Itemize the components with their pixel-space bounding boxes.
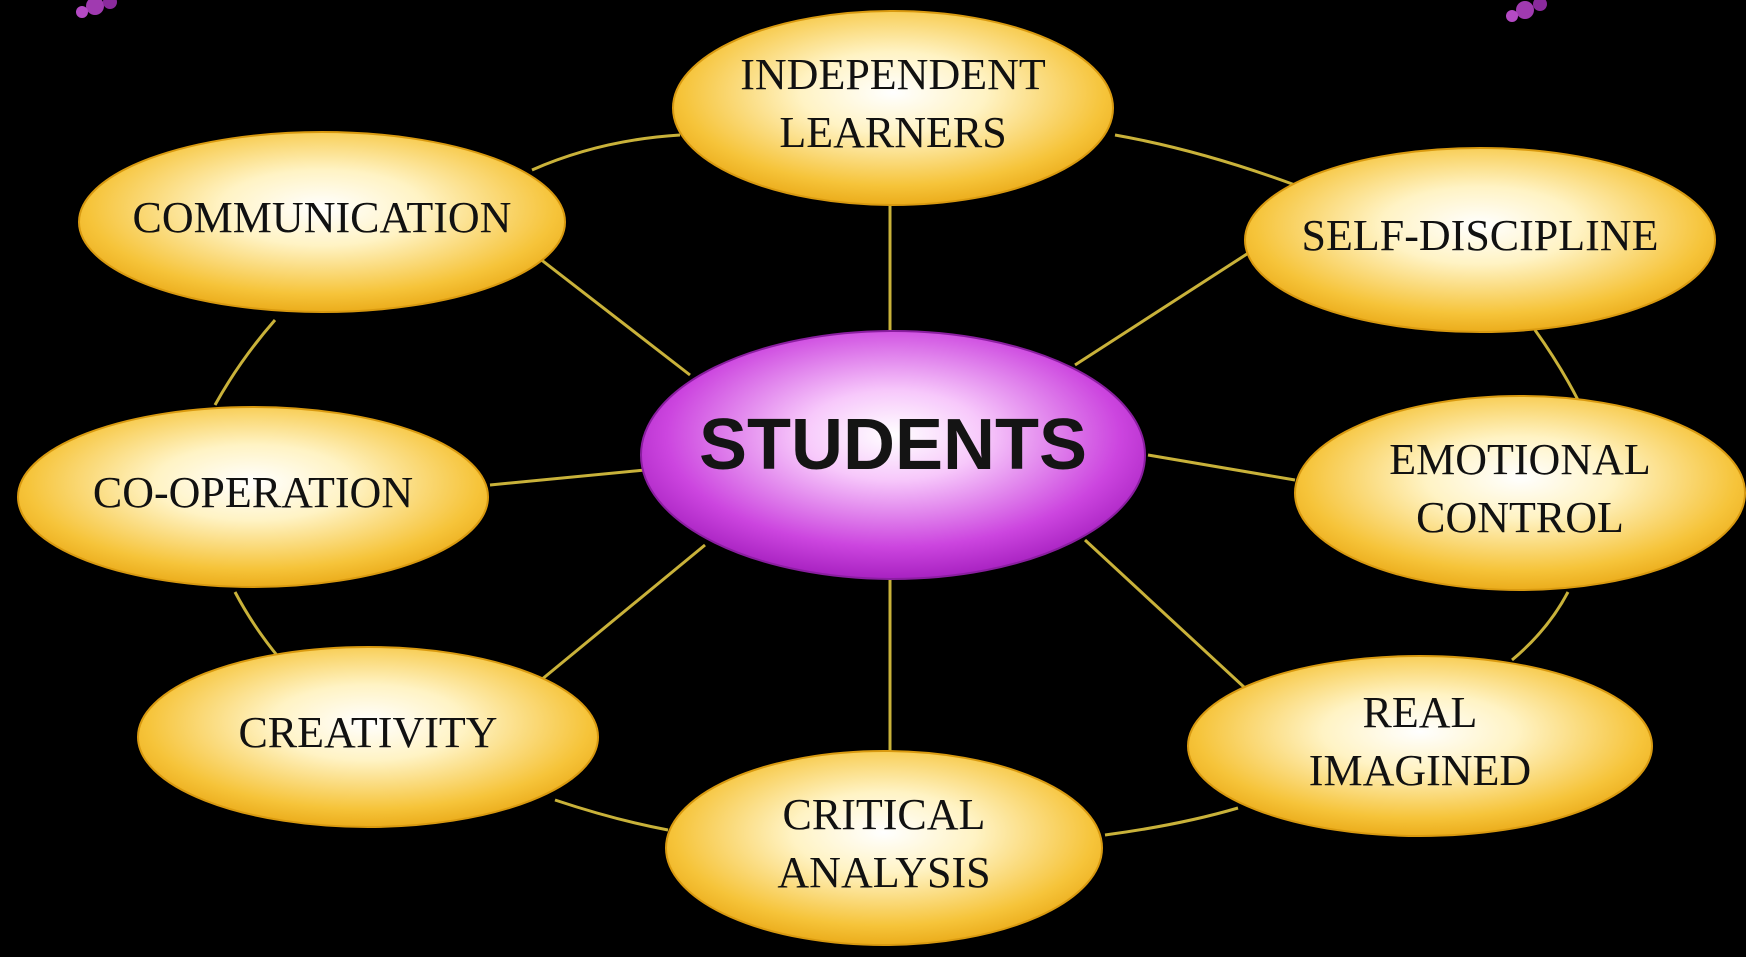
node-label: SELF-DISCIPLINE xyxy=(1302,211,1659,260)
ring-connector xyxy=(1114,133,1296,187)
node-communication: COMMUNICATION xyxy=(78,131,566,313)
node-emotional-control: EMOTIONAL CONTROL xyxy=(1294,395,1746,591)
center-ellipse xyxy=(640,330,1146,580)
spoke-connector xyxy=(1083,538,1247,690)
spoke-connector xyxy=(1074,250,1251,367)
spoke-connectors xyxy=(489,205,1296,752)
corner-ornament-left-icon xyxy=(76,0,117,18)
spoke-connector xyxy=(534,543,706,687)
node-ellipse xyxy=(1294,395,1746,591)
node-label: ANALYSIS xyxy=(777,848,990,897)
ring-connector xyxy=(1511,591,1570,662)
node-ellipse xyxy=(78,131,566,313)
node-critical-analysis: CRITICAL ANALYSIS xyxy=(665,750,1103,946)
node-co-operation: CO-OPERATION xyxy=(17,406,489,588)
node-ellipse xyxy=(17,406,489,588)
node-label: COMMUNICATION xyxy=(133,193,512,242)
spoke-connector xyxy=(489,468,646,487)
node-creativity: CREATIVITY xyxy=(137,646,599,828)
node-label: EMOTIONAL xyxy=(1389,435,1651,484)
ring-connector xyxy=(1104,806,1239,837)
center-node-students: STUDENTS xyxy=(640,330,1146,580)
corner-ornament-right-icon xyxy=(1506,0,1547,22)
node-label: CRITICAL xyxy=(783,790,986,839)
node-label: CONTROL xyxy=(1416,493,1624,542)
center-label: STUDENTS xyxy=(699,405,1087,485)
node-independent-learners: INDEPENDENT LEARNERS xyxy=(672,10,1114,206)
node-ellipse xyxy=(1244,147,1716,333)
ring-connector xyxy=(531,133,681,172)
ring-connectors xyxy=(213,133,1580,837)
node-label: REAL xyxy=(1363,688,1478,737)
node-label: LEARNERS xyxy=(779,108,1006,157)
node-ellipse xyxy=(137,646,599,828)
node-label: INDEPENDENT xyxy=(740,50,1046,99)
ring-connector xyxy=(213,319,277,406)
spoke-connector xyxy=(534,253,691,377)
node-ellipse xyxy=(672,10,1114,206)
outer-nodes: INDEPENDENT LEARNERS SELF-DISCIPLINE EMOTIO… xyxy=(17,10,1746,946)
ring-connector xyxy=(554,798,669,832)
node-self-discipline: SELF-DISCIPLINE xyxy=(1244,147,1716,333)
node-real-imagined: REAL IMAGINED xyxy=(1187,655,1653,837)
node-ellipse xyxy=(665,750,1103,946)
ring-connector xyxy=(1533,329,1580,401)
node-label: CO-OPERATION xyxy=(93,468,413,517)
spoke-connector xyxy=(1147,453,1296,482)
node-label: CREATIVITY xyxy=(238,708,497,757)
node-label: IMAGINED xyxy=(1309,746,1531,795)
node-ellipse xyxy=(1187,655,1653,837)
